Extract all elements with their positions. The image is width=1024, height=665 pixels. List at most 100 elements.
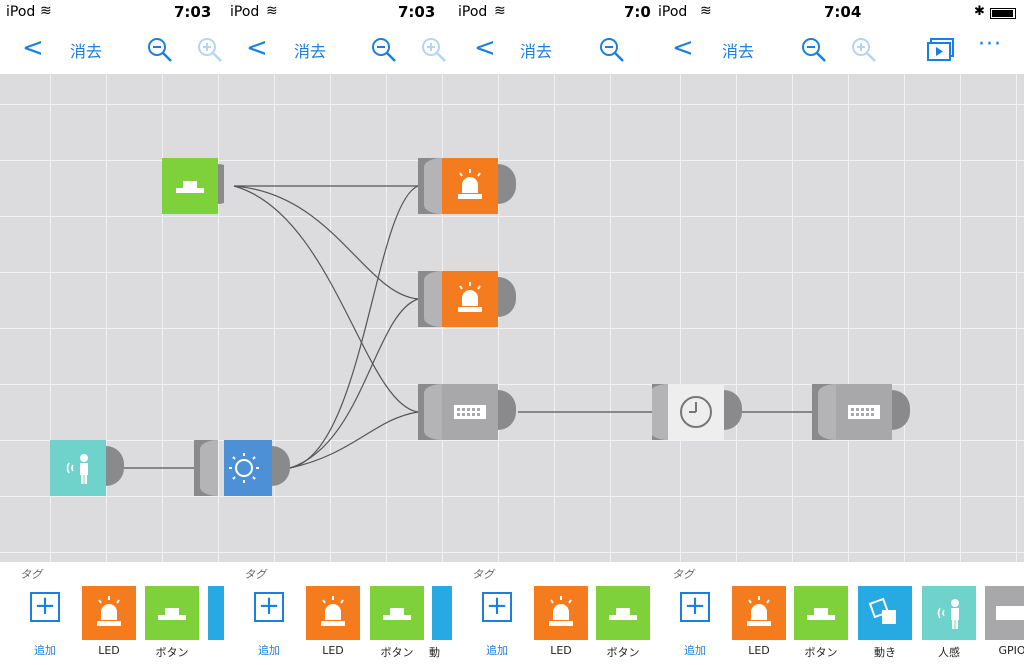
output-port[interactable] (106, 446, 124, 486)
output-port[interactable] (218, 164, 224, 204)
clock: 7:03 (174, 3, 212, 21)
sun-icon (229, 453, 259, 483)
nav-bar: < 消去 (452, 26, 652, 74)
back-chevron-icon[interactable]: < (474, 33, 496, 63)
output-port[interactable] (892, 390, 910, 430)
button-block[interactable] (162, 158, 218, 214)
led-node-1[interactable] (418, 158, 452, 214)
input-port[interactable] (194, 440, 218, 496)
parts-palette: タグ + 追加 LED ボタン 動き 人感 GPIO (652, 562, 1024, 665)
clear-button[interactable]: 消去 (520, 42, 553, 61)
panel-4: iPod ≋ 7:04 ✱ < 消去 ··· (652, 0, 1024, 665)
human-tile[interactable] (922, 586, 976, 640)
siren-icon (97, 596, 121, 626)
input-port[interactable] (418, 271, 442, 327)
add-icon[interactable]: + (482, 592, 512, 622)
status-bar: iPod ≋ 7:04 ✱ (652, 0, 1024, 26)
parts-palette: タグ + 追加 LED ボタン (0, 562, 224, 665)
zoom-out-icon[interactable] (800, 36, 828, 64)
led-block[interactable] (442, 271, 452, 327)
motion-tile[interactable] (432, 586, 452, 640)
input-port[interactable] (652, 384, 668, 440)
motion-tile[interactable] (208, 586, 224, 640)
button-tile[interactable] (794, 586, 848, 640)
back-chevron-icon[interactable]: < (22, 33, 44, 63)
battery-icon (990, 8, 1016, 19)
siren-icon (549, 596, 573, 626)
zoom-in-icon[interactable] (196, 36, 224, 64)
button-tile[interactable] (370, 586, 424, 640)
play-run-icon[interactable] (926, 37, 956, 63)
add-label[interactable]: 追加 (34, 644, 56, 657)
tag-label: タグ (244, 568, 266, 581)
push-button-icon (807, 608, 835, 620)
led-node-2[interactable] (418, 271, 452, 327)
button-node[interactable] (162, 158, 224, 214)
human-sensor-node[interactable] (50, 440, 130, 496)
more-icon[interactable]: ··· (978, 32, 1002, 57)
push-button-icon (176, 181, 204, 193)
clock-icon (680, 396, 712, 428)
siren-icon (321, 596, 345, 626)
zoom-out-icon[interactable] (370, 36, 398, 64)
input-port[interactable] (812, 384, 836, 440)
button-tile-label: ボタン (155, 646, 189, 659)
add-icon[interactable]: + (680, 592, 710, 622)
panel-3: iPod ≋ 7:0 < 消去 タグ + 追加 LED ボタン (452, 0, 652, 665)
clear-button[interactable]: 消去 (722, 42, 755, 61)
input-port[interactable] (418, 158, 442, 214)
output-port[interactable] (272, 446, 290, 486)
back-chevron-icon[interactable]: < (672, 33, 694, 63)
keyboard-icon (848, 405, 880, 419)
add-label[interactable]: 追加 (258, 644, 280, 657)
flow-canvas[interactable] (652, 74, 1024, 562)
led-tile[interactable] (82, 586, 136, 640)
brightness-node[interactable] (224, 440, 292, 496)
led-block[interactable] (442, 158, 452, 214)
gpio-node[interactable] (418, 384, 452, 440)
clear-button[interactable]: 消去 (70, 42, 103, 61)
timer-node[interactable] (652, 384, 744, 440)
flow-canvas[interactable] (452, 74, 652, 562)
zoom-in-icon[interactable] (420, 36, 448, 64)
bluetooth-icon: ✱ (974, 4, 985, 19)
carrier-label: iPod (230, 4, 260, 20)
add-label[interactable]: 追加 (486, 644, 508, 657)
brightness-block[interactable] (224, 440, 272, 496)
zoom-out-icon[interactable] (146, 36, 174, 64)
led-tile[interactable] (306, 586, 360, 640)
flow-canvas[interactable] (0, 74, 224, 562)
clock: 7:0 (624, 3, 651, 21)
wifi-icon: ≋ (266, 3, 278, 19)
led-tile[interactable] (732, 586, 786, 640)
clear-button[interactable]: 消去 (294, 42, 327, 61)
motion-tile-label: 動 (429, 646, 440, 659)
add-label[interactable]: 追加 (684, 644, 706, 657)
gpio-tile[interactable] (985, 586, 1024, 640)
button-tile[interactable] (596, 586, 650, 640)
zoom-in-icon[interactable] (850, 36, 878, 64)
output-port[interactable] (724, 390, 742, 430)
button-tile[interactable] (145, 586, 199, 640)
motion-tile[interactable] (858, 586, 912, 640)
parts-palette: タグ + 追加 LED ボタン 動 (224, 562, 452, 665)
gpio-block[interactable] (442, 384, 452, 440)
human-sensor-block[interactable] (50, 440, 106, 496)
led-tile[interactable] (534, 586, 588, 640)
add-icon[interactable]: + (30, 592, 60, 622)
timer-block[interactable] (668, 384, 724, 440)
keyboard-icon (996, 606, 1024, 620)
back-chevron-icon[interactable]: < (246, 33, 268, 63)
zoom-out-icon[interactable] (598, 36, 626, 64)
button-tile-label: ボタン (606, 646, 640, 659)
flow-canvas[interactable] (224, 74, 452, 562)
gpio-node[interactable] (812, 384, 912, 440)
input-port[interactable] (418, 384, 442, 440)
gpio-block[interactable] (836, 384, 892, 440)
led-tile-label: LED (322, 644, 344, 657)
parts-palette: タグ + 追加 LED ボタン (452, 562, 652, 665)
add-icon[interactable]: + (254, 592, 284, 622)
clock: 7:03 (398, 3, 436, 21)
brightness-node[interactable] (194, 440, 224, 496)
nav-bar: < 消去 (224, 26, 452, 74)
